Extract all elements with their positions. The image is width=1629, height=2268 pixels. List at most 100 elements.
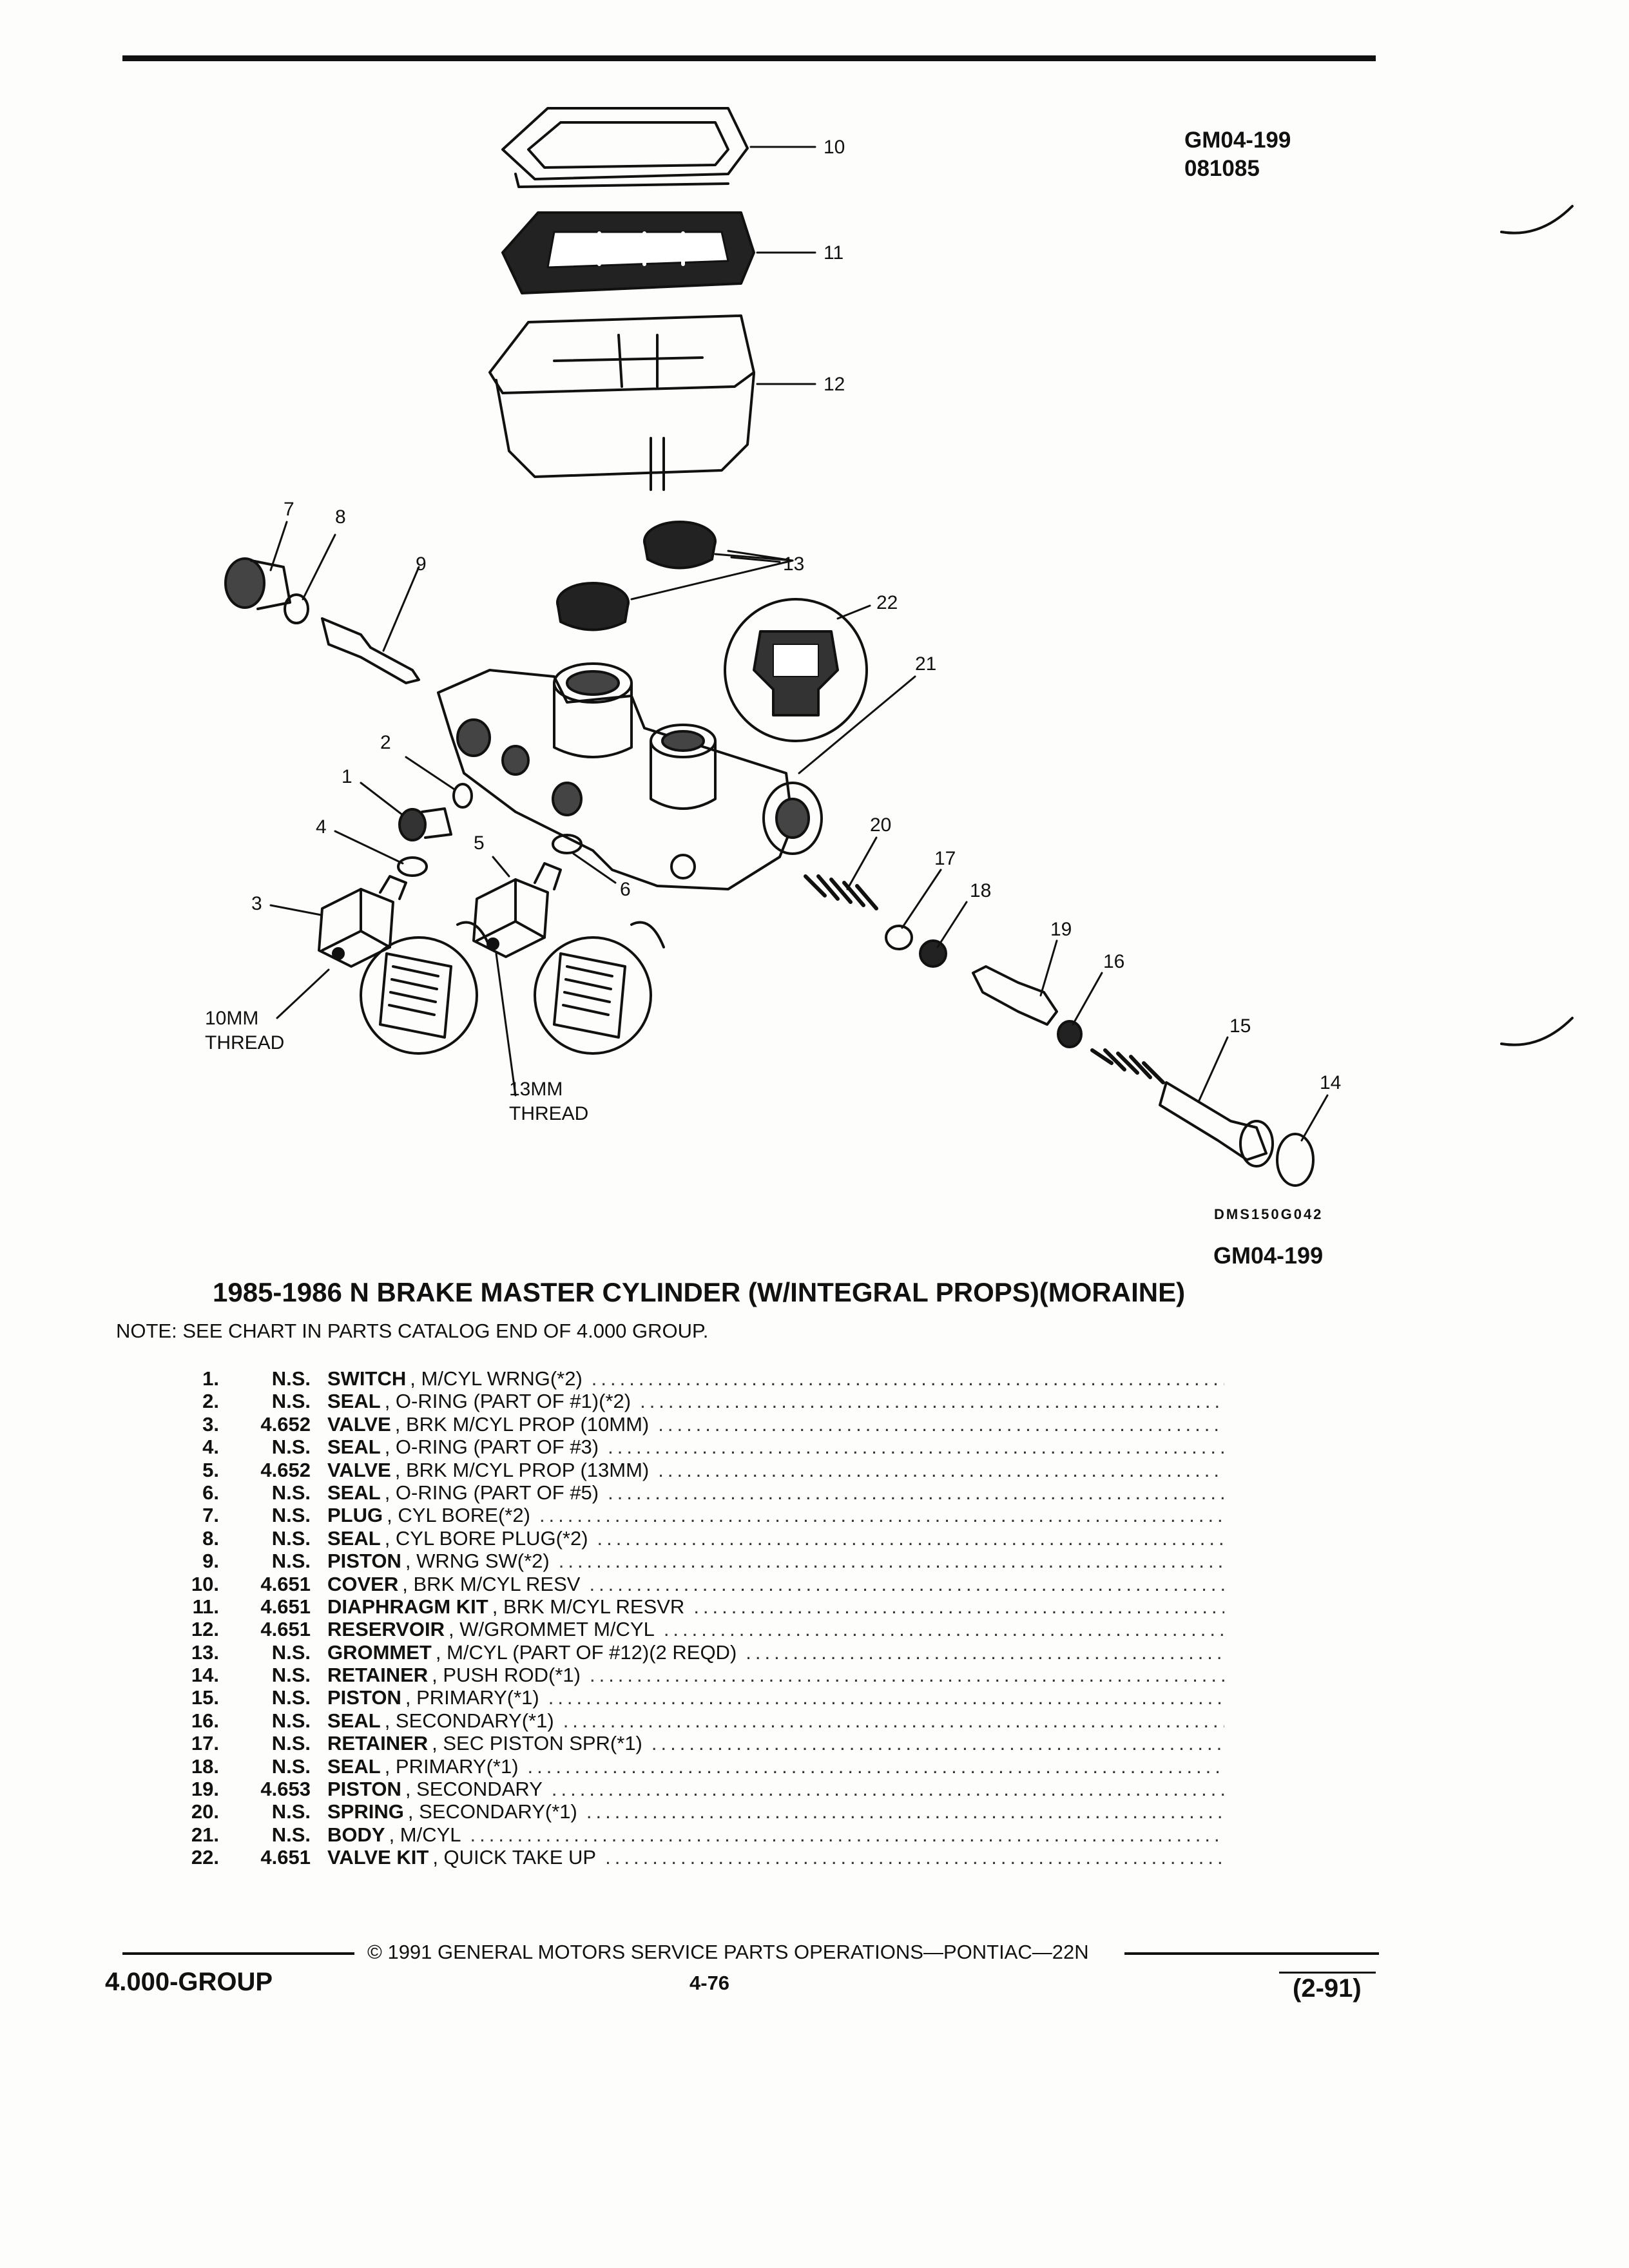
plug-part: [224, 557, 420, 684]
copyright: © 1991 GENERAL MOTORS SERVICE PARTS OPER…: [367, 1941, 1089, 1963]
leader-dots: [605, 1846, 1224, 1869]
seal-secondary-part: [1057, 1020, 1083, 1048]
group-number: N.S.: [271, 1481, 311, 1504]
list-item: 16.N.S.SEAL, SECONDARY(*1): [161, 1709, 1224, 1732]
group-number: N.S.: [271, 1686, 311, 1709]
seal-primary-part: [919, 939, 947, 968]
part-description: , BRK M/CYL RESV: [402, 1572, 581, 1595]
group-label: 4.000-GROUP: [105, 1968, 273, 1996]
part-number: 12.: [191, 1618, 219, 1641]
leader-dots: [528, 1755, 1224, 1778]
part-number: 16.: [191, 1709, 219, 1732]
thread-detail-13mm: [534, 921, 665, 1055]
retainer-ring-part: [1276, 1133, 1315, 1187]
list-item: 17.N.S.RETAINER, SEC PISTON SPR(*1): [161, 1732, 1224, 1754]
list-item: 6.N.S.SEAL, O-RING (PART OF #5): [161, 1481, 1224, 1504]
leader-dots: [664, 1618, 1224, 1641]
part-number: 1.: [202, 1367, 219, 1390]
leader-dots: [589, 1573, 1224, 1596]
list-item: 1. N.S. SWITCH, M/CYL WRNG(*2): [161, 1367, 1224, 1390]
part-name: SEAL: [327, 1754, 381, 1778]
part-name: PISTON: [327, 1778, 401, 1801]
page-title: 1985-1986 N BRAKE MASTER CYLINDER (W/INT…: [213, 1277, 1186, 1307]
list-item: 13.N.S.GROMMET, M/CYL (PART OF #12)(2 RE…: [161, 1641, 1224, 1664]
part-description: , PRIMARY(*1): [384, 1754, 519, 1778]
callout-15: 15: [1229, 1015, 1251, 1037]
thread-detail-10mm: [360, 921, 491, 1055]
valve-13mm-part: [472, 834, 583, 958]
part-number: 18.: [191, 1754, 219, 1778]
group-number: N.S.: [271, 1732, 311, 1755]
part-number: 7.: [202, 1504, 219, 1527]
callout-1: 1: [342, 766, 352, 787]
grommet-part: [556, 521, 717, 631]
leader-dots: [470, 1823, 1224, 1847]
parts-list: 1.N.S.SWITCH, M/CYL WRNG(*2)2.N.S.SEAL, …: [161, 1367, 1224, 1869]
part-name: VALVE: [327, 1458, 391, 1481]
leader-dots: [586, 1800, 1224, 1823]
part-name: RETAINER: [327, 1732, 429, 1755]
part-description: , M/CYL: [389, 1823, 461, 1846]
group-number: N.S.: [271, 1664, 311, 1687]
part-description: , M/CYL WRNG(*2): [410, 1367, 583, 1390]
callout-2: 2: [380, 732, 391, 753]
callout-13: 13: [783, 553, 804, 575]
piston-secondary-part: [972, 965, 1058, 1026]
part-name: SEAL: [327, 1436, 381, 1459]
leader-dots: [693, 1595, 1224, 1619]
callout-22: 22: [876, 592, 898, 613]
part-description: , BRK M/CYL RESVR: [492, 1595, 685, 1618]
leader-dots: [539, 1504, 1224, 1527]
part-description: , SECONDARY(*1): [407, 1800, 577, 1823]
part-number: 20.: [191, 1800, 219, 1823]
group-number: N.S.: [271, 1640, 311, 1664]
part-number: 5.: [202, 1458, 219, 1481]
diaphragm-part: [501, 211, 755, 294]
group-number: N.S.: [271, 1709, 311, 1732]
list-item: 4.N.S.SEAL, O-RING (PART OF #3): [161, 1436, 1224, 1458]
part-name: SPRING: [327, 1800, 404, 1823]
leader-dots: [592, 1367, 1224, 1390]
callout-11: 11: [824, 242, 843, 264]
group-number: N.S.: [271, 1390, 311, 1413]
part-description: , WRNG SW(*2): [405, 1550, 550, 1573]
list-item: 18.N.S.SEAL, PRIMARY(*1): [161, 1755, 1224, 1778]
footer-rule: [1124, 1952, 1379, 1955]
part-name: SWITCH: [327, 1367, 407, 1390]
part-number: 9.: [202, 1550, 219, 1573]
ref-date: 081085: [1184, 156, 1260, 181]
callout-8: 8: [335, 506, 346, 528]
thread-13mm-size: 13MM: [509, 1079, 563, 1100]
callout-6: 6: [620, 879, 631, 900]
list-item: 14.N.S.RETAINER, PUSH ROD(*1): [161, 1664, 1224, 1686]
figure-code: GM04-199: [1213, 1242, 1324, 1269]
part-number: 3.: [202, 1412, 219, 1436]
part-name: SEAL: [327, 1709, 381, 1732]
leader-lines: [269, 146, 1329, 1142]
part-description: , M/CYL (PART OF #12)(2 REQD): [435, 1640, 737, 1664]
list-item: 20.N.S.SPRING, SECONDARY(*1): [161, 1800, 1224, 1823]
leader-dots: [608, 1436, 1224, 1459]
group-number: 4.653: [260, 1778, 311, 1801]
part-description: , CYL BORE(*2): [387, 1504, 530, 1527]
leader-dots: [658, 1413, 1224, 1436]
part-number: 22.: [191, 1846, 219, 1869]
callout-7: 7: [284, 499, 294, 520]
part-description: , CYL BORE PLUG(*2): [384, 1526, 588, 1550]
group-number: N.S.: [271, 1436, 311, 1459]
part-description: , PRIMARY(*1): [405, 1686, 539, 1709]
part-name: SEAL: [327, 1481, 381, 1504]
part-description: , O-RING (PART OF #3): [384, 1436, 599, 1459]
callout-3: 3: [251, 893, 262, 914]
callout-labels: 10 11 12 13 22 21 7 8 9 2 1 4 3 5 6 20 1…: [205, 137, 1341, 1124]
switch-part: [398, 783, 473, 841]
part-name: GROMMET: [327, 1640, 432, 1664]
part-description: , BRK M/CYL PROP (10MM): [394, 1412, 650, 1436]
group-number: N.S.: [271, 1367, 311, 1390]
leader-dots: [590, 1664, 1224, 1687]
callout-16: 16: [1103, 951, 1124, 972]
thread-10mm-size: 10MM: [205, 1008, 258, 1029]
